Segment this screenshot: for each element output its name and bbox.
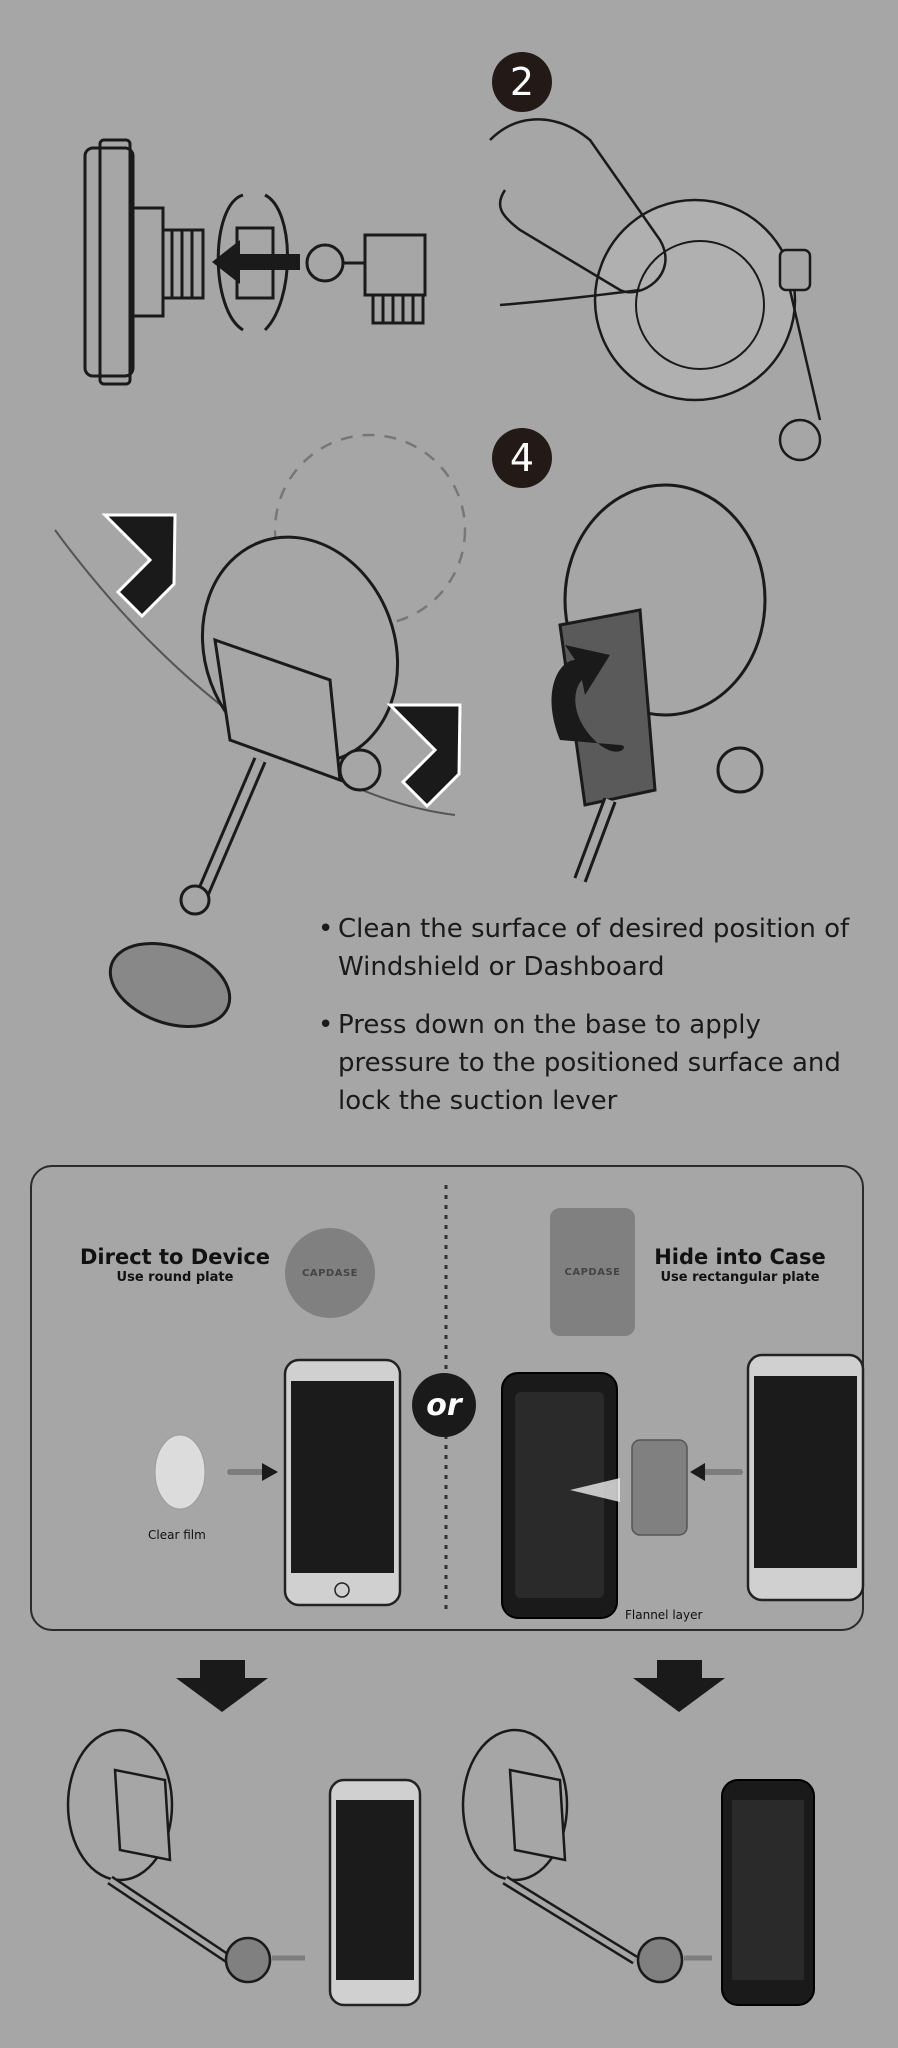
down-arrow-icon — [176, 1660, 268, 1712]
step-2-badge: 2 — [492, 52, 552, 112]
step-2-number: 2 — [509, 60, 535, 104]
hide-into-case-subtitle: Use rectangular plate — [660, 1270, 820, 1285]
arrow-icon — [212, 240, 300, 284]
bullet-dot: • — [318, 914, 334, 944]
instruction-item: • Clean the surface of desired position … — [318, 910, 878, 986]
down-arrow-icon — [633, 1660, 725, 1712]
round-plate-brand: CAPDASE — [302, 1267, 358, 1279]
arrow-icon — [386, 703, 462, 809]
instruction-text: Clean the surface of desired position of… — [338, 914, 850, 982]
or-badge: or — [412, 1373, 476, 1437]
hide-into-case-title: Hide into Case — [654, 1245, 826, 1269]
or-label: or — [426, 1387, 462, 1423]
arrow-icon — [262, 1463, 278, 1481]
direct-to-device-title: Direct to Device — [79, 1245, 271, 1269]
arrow-icon — [101, 513, 177, 619]
step-4-number: 4 — [509, 436, 535, 480]
hide-into-case-heading: Hide into Case Use rectangular plate — [640, 1245, 840, 1287]
instruction-text: Press down on the base to apply pressure… — [338, 1010, 841, 1116]
rotate-arrow-icon — [551, 645, 624, 752]
flannel-layer-caption: Flannel layer — [625, 1608, 703, 1622]
instruction-item: • Press down on the base to apply pressu… — [318, 1006, 878, 1120]
instruction-list: • Clean the surface of desired position … — [318, 910, 878, 1140]
direct-to-device-subtitle: Use round plate — [116, 1270, 234, 1285]
rectangular-plate: CAPDASE — [550, 1208, 635, 1336]
direct-to-device-heading: Direct to Device Use round plate — [75, 1245, 275, 1287]
clear-film-caption: Clear film — [148, 1528, 206, 1542]
round-plate: CAPDASE — [285, 1228, 375, 1318]
bullet-dot: • — [318, 1010, 334, 1040]
step-4-badge: 4 — [492, 428, 552, 488]
arrow-icon — [690, 1463, 705, 1481]
rectangular-plate-brand: CAPDASE — [564, 1266, 621, 1278]
